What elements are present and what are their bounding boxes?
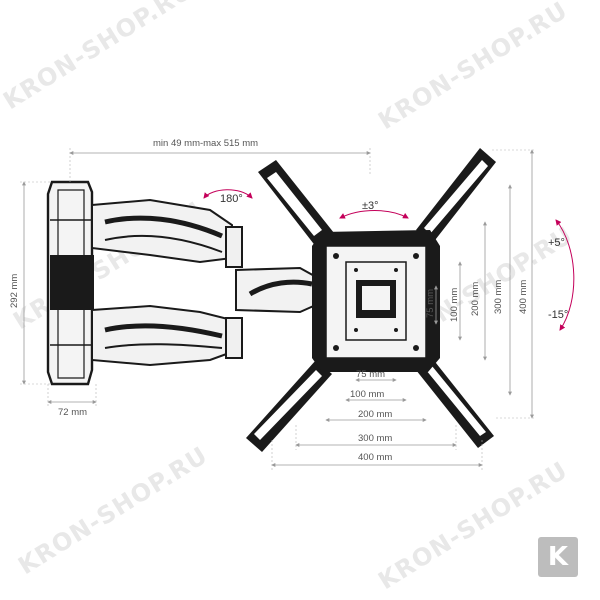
vesa-h-300-label: 300 mm <box>358 433 392 444</box>
vesa-h-75-label: 75 mm <box>356 369 385 380</box>
height-292-label: 292 mm <box>9 274 20 308</box>
rotate-arrow-icon <box>339 210 409 219</box>
rotate-label: ±3° <box>362 200 379 212</box>
bracket-arm-bottom-right <box>416 358 494 448</box>
watermark-text: KRON-SHOP.RU <box>0 0 198 115</box>
bracket-center-plate <box>312 230 440 372</box>
lower-arm <box>91 304 243 367</box>
tilt-up-label: +5° <box>548 237 565 249</box>
wall-plate <box>46 180 95 386</box>
bracket-arm-top-left <box>258 160 338 252</box>
tilt-arrow-icon <box>555 219 575 331</box>
arm-reach-label: min 49 mm-max 515 mm <box>153 138 258 149</box>
shop-logo: K <box>538 537 578 577</box>
vesa-h-100-label: 100 mm <box>350 389 384 400</box>
rotation-indicators <box>203 189 575 331</box>
dimension-lines <box>20 148 536 470</box>
vesa-v-100-label: 100 mm <box>449 288 460 322</box>
middle-arm <box>235 266 319 314</box>
depth-72-label: 72 mm <box>58 407 87 418</box>
vesa-bracket <box>246 148 496 452</box>
bracket-arm-top-right <box>416 148 496 244</box>
tilt-down-label: -15° <box>548 309 568 321</box>
swivel-label: 180° <box>220 193 243 205</box>
swivel-arrow-icon <box>203 189 253 199</box>
watermark-text: KRON-SHOP.RU <box>373 0 572 135</box>
logo-letter: K <box>547 542 569 572</box>
vesa-v-300-label: 300 mm <box>493 280 504 314</box>
vesa-v-200-label: 200 mm <box>470 282 481 316</box>
vesa-v-400-label: 400 mm <box>518 280 529 314</box>
vesa-h-200-label: 200 mm <box>358 409 392 420</box>
vesa-v-75-label: 75 mm <box>425 289 436 318</box>
watermark-text: KRON-SHOP.RU <box>13 441 212 580</box>
bracket-arm-bottom-left <box>246 360 332 452</box>
vesa-h-400-label: 400 mm <box>358 452 392 463</box>
upper-arm <box>91 198 243 268</box>
